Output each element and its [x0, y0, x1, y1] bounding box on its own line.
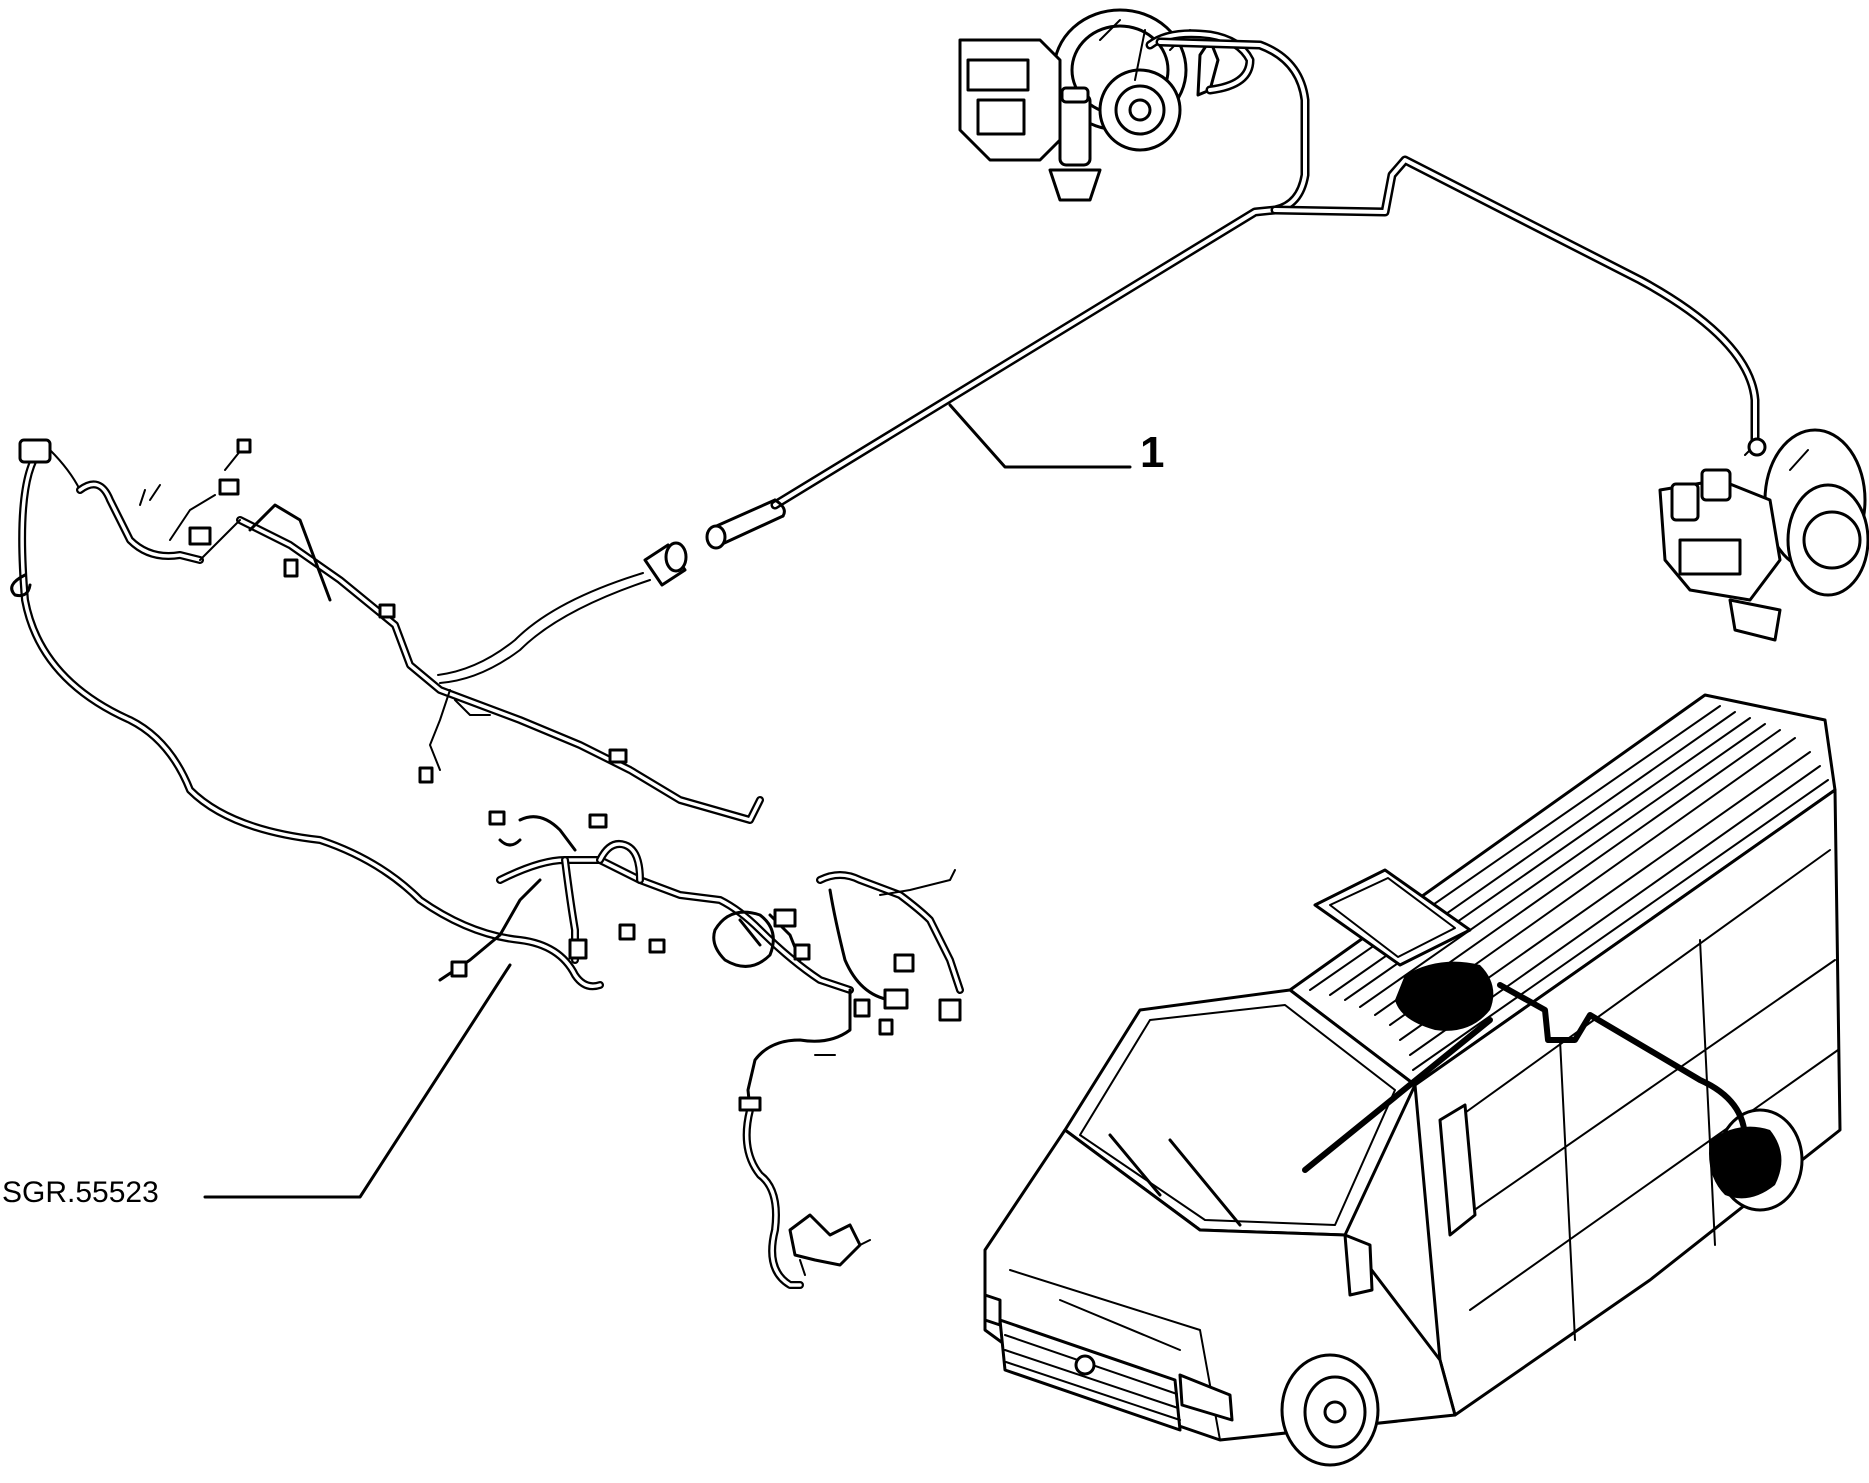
callout-label-part-1: 1 — [1140, 428, 1165, 477]
callout-label-harness: SGR.55523 — [2, 1176, 159, 1209]
leader-line-part-1 — [948, 403, 1132, 469]
callout-leaders — [203, 403, 1132, 1199]
rear-brake-assembly — [1658, 428, 1869, 642]
wiring-harness — [10, 438, 964, 1289]
brake-pipe-part-1 — [705, 29, 1760, 550]
van-illustration — [983, 693, 1842, 1467]
leader-line-harness — [203, 963, 512, 1199]
pipe-seal — [437, 541, 688, 684]
front-brake-assembly — [958, 8, 1220, 202]
